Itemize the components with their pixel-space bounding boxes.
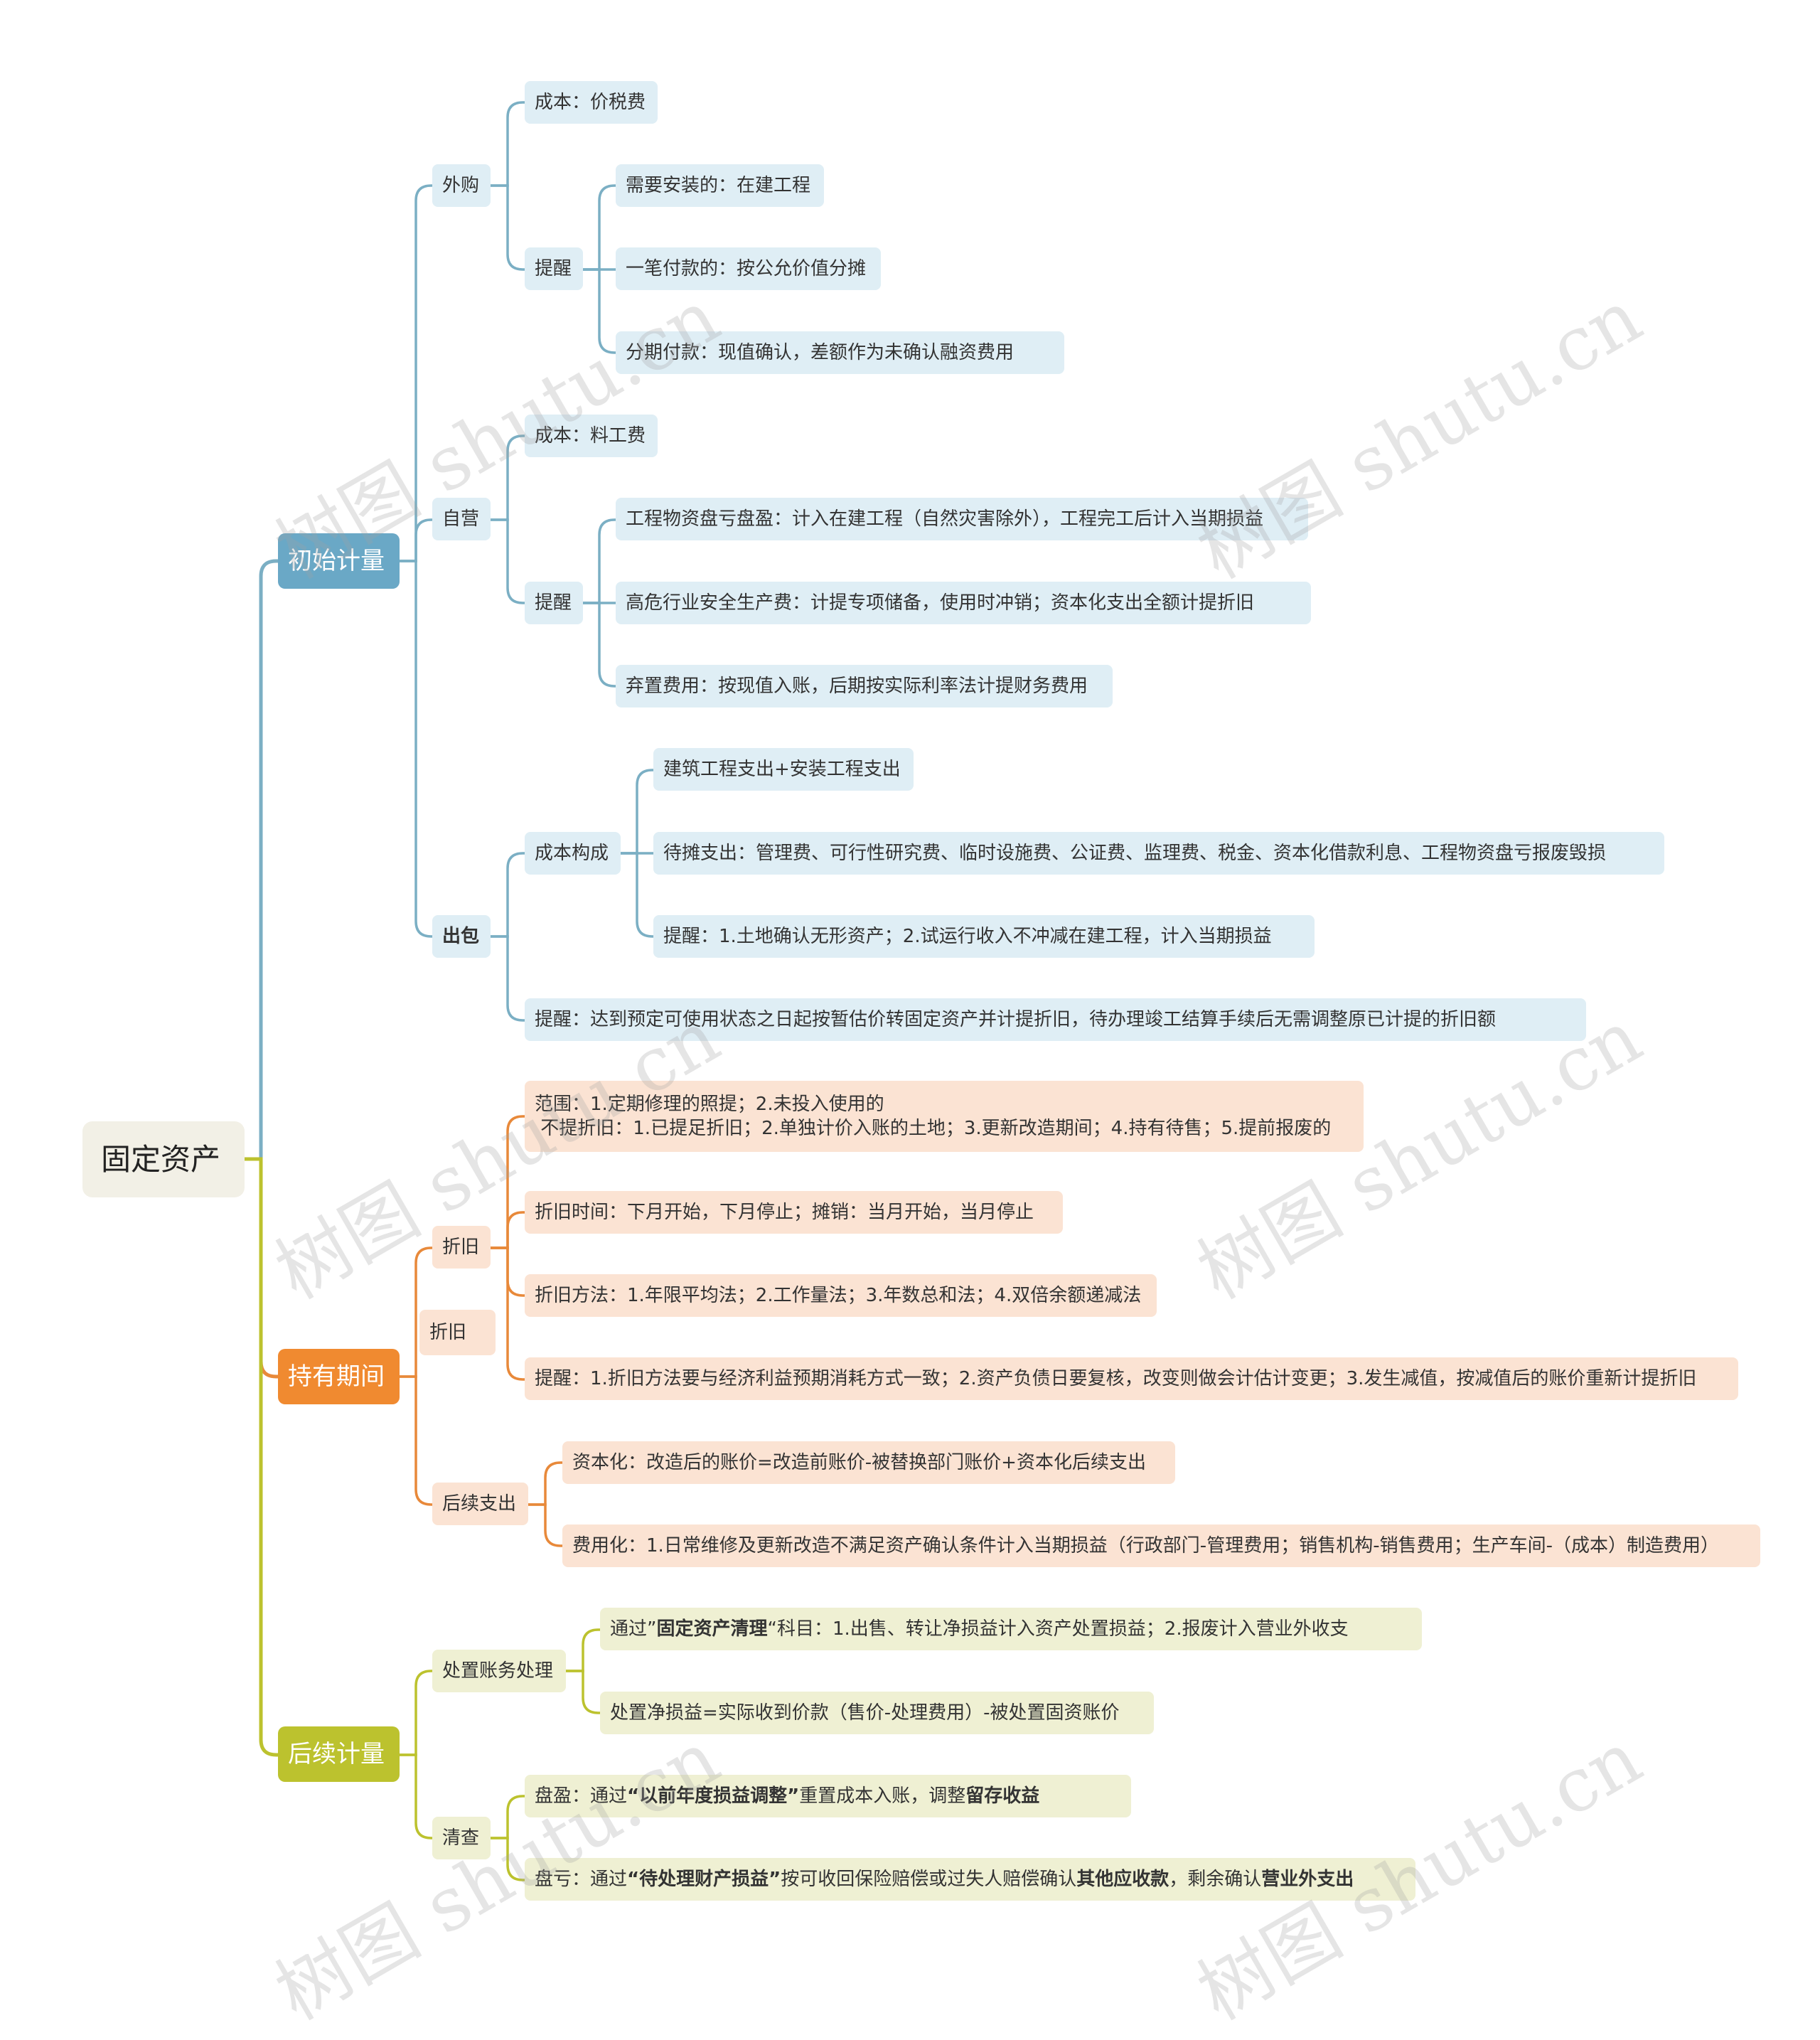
connector [621, 769, 653, 855]
text-segment: 通过” [610, 1618, 657, 1640]
node-d4[interactable]: 提醒：1.折旧方法要与经济利益预期消耗方式一致；2.资产负债日要复核，改变则做会… [525, 1357, 1738, 1400]
bold-text: 营业外支出 [1261, 1869, 1354, 1890]
node-outsource[interactable]: 外购 [432, 164, 491, 207]
connector [621, 852, 653, 938]
node-self-reminder[interactable]: 提醒 [525, 582, 583, 624]
text-segment: 盘盈：通过 [535, 1785, 628, 1807]
mindmap-canvas: 固定资产初始计量外购成本：价税费提醒需要安装的：在建工程一笔付款的：按公允价值分… [82, 81, 1760, 2036]
node-text: 盘亏：通过“待处理财产损益”按可收回保险赔偿或过失人赔偿确认其他应收款，剩余确认… [535, 1867, 1354, 1891]
connector [400, 518, 432, 562]
bold-text: 留存收益 [965, 1785, 1040, 1807]
text-segment: 盘亏：通过 [535, 1869, 628, 1890]
node-disposal[interactable]: 处置账务处理 [432, 1650, 566, 1692]
node-c3[interactable]: 提醒：1.土地确认无形资产；2.试运行收入不冲减在建工程，计入当期损益 [653, 915, 1315, 958]
connector [491, 1115, 525, 1249]
connector [491, 935, 525, 1022]
connector [583, 184, 616, 271]
node-contract-reminder[interactable]: 提醒：达到预定可使用状态之日起按暂估价转固定资产并计提折旧，待办理竣工结算手续后… [525, 998, 1586, 1041]
node-d2[interactable]: 折旧时间：下月开始，下月停止；摊销：当月开始，当月停止 [525, 1191, 1063, 1234]
connector [528, 1461, 562, 1506]
node-d1[interactable]: 范围：1.定期修理的照提；2.未投入使用的 不提折旧：1.已提足折旧；2.单独计… [525, 1081, 1364, 1152]
node-s2[interactable]: 高危行业安全生产费：计提专项储备，使用时冲销；资本化支出全额计提折旧 [616, 582, 1311, 624]
node-q2[interactable]: 盘亏：通过“待处理财产损益”按可收回保险赔偿或过失人赔偿确认其他应收款，剩余确认… [525, 1858, 1415, 1901]
connector [491, 1795, 525, 1839]
node-p2[interactable]: 处置净损益=实际收到价款（售价-处理费用）-被处置固资账价 [600, 1692, 1154, 1734]
node-e2[interactable]: 费用化：1.日常维修及更新改造不满足资产确认条件计入当期损益（行政部门-管理费用… [562, 1524, 1760, 1567]
connector [244, 559, 278, 1161]
connector-lines [244, 101, 653, 1881]
connector [400, 1753, 432, 1839]
connector [491, 434, 525, 521]
connector [491, 184, 525, 271]
node-depreciation-float[interactable]: 折旧 [419, 1310, 496, 1355]
connector [566, 1670, 600, 1714]
node-inventory[interactable]: 清查 [432, 1817, 491, 1859]
node-depreciation[interactable]: 折旧 [432, 1226, 491, 1269]
node-holding[interactable]: 持有期间 [278, 1349, 400, 1404]
node-text: 通过”固定资产清理“科目：1.出售、转让净损益计入资产处置损益；2.报废计入营业… [610, 1617, 1349, 1641]
connector [583, 518, 616, 604]
node-r1[interactable]: 需要安装的：在建工程 [616, 164, 824, 207]
connector [528, 1503, 562, 1547]
node-self-cost[interactable]: 成本：料工费 [525, 415, 658, 457]
node-outsource-reminder[interactable]: 提醒 [525, 247, 583, 290]
text-segment: ，剩余确认 [1169, 1869, 1262, 1890]
bold-text: 固定资产清理 [656, 1618, 768, 1640]
connector [583, 268, 616, 354]
connector [400, 1246, 432, 1378]
node-root[interactable]: 固定资产 [82, 1121, 245, 1197]
node-c2[interactable]: 待摊支出：管理费、可行性研究费、临时设施费、公证费、监理费、税金、资本化借款利息… [653, 832, 1664, 875]
connector [400, 560, 432, 938]
connector [566, 1628, 600, 1672]
node-p1[interactable]: 通过”固定资产清理“科目：1.出售、转让净损益计入资产处置损益；2.报废计入营业… [600, 1608, 1422, 1650]
node-outsource-cost[interactable]: 成本：价税费 [525, 81, 658, 124]
node-q1[interactable]: 盘盈：通过“以前年度损益调整”重置成本入账，调整留存收益 [525, 1775, 1131, 1817]
node-later[interactable]: 后续计量 [278, 1726, 400, 1782]
node-subsequent[interactable]: 后续支出 [432, 1483, 528, 1525]
text-segment: 按可收回保险赔偿或过失人赔偿确认 [781, 1869, 1077, 1890]
bold-text: 其他应收款 [1076, 1869, 1169, 1890]
node-r2[interactable]: 一笔付款的：按公允价值分摊 [616, 247, 881, 290]
connector [491, 518, 525, 604]
node-s3[interactable]: 弃置费用：按现值入账，后期按实际利率法计提财务费用 [616, 665, 1113, 707]
text-segment: 重置成本入账，调整 [799, 1785, 966, 1807]
node-s1[interactable]: 工程物资盘亏盘盈：计入在建工程（自然灾害除外），工程完工后计入当期损益 [616, 498, 1308, 540]
node-c1[interactable]: 建筑工程支出+安装工程支出 [653, 748, 914, 791]
connector [583, 602, 616, 688]
node-d3[interactable]: 折旧方法：1.年限平均法；2.工作量法；3.年数总和法；4.双倍余额递减法 [525, 1274, 1157, 1317]
node-contract[interactable]: 出包 [432, 915, 491, 958]
connector [491, 1246, 525, 1381]
text-segment: “科目：1.出售、转让净损益计入资产处置损益；2.报废计入营业外收支 [767, 1618, 1349, 1640]
connector [491, 101, 525, 187]
node-self-build[interactable]: 自营 [432, 498, 491, 540]
connector [491, 1211, 525, 1249]
node-e1[interactable]: 资本化：改造后的账价=改造前账价-被替换部门账价+资本化后续支出 [562, 1441, 1175, 1484]
node-initial[interactable]: 初始计量 [278, 533, 400, 589]
connector [400, 1670, 432, 1756]
node-text: 盘盈：通过“以前年度损益调整”重置成本入账，调整留存收益 [535, 1784, 1039, 1808]
connector [491, 852, 525, 938]
connector [400, 1375, 432, 1506]
connector [244, 1157, 278, 1757]
node-contract-cost[interactable]: 成本构成 [525, 832, 621, 875]
connector [400, 184, 432, 562]
node-r3[interactable]: 分期付款：现值确认，差额作为未确认融资费用 [616, 331, 1064, 374]
connector [491, 1837, 525, 1881]
bold-text: “以前年度损益调整” [627, 1785, 800, 1807]
bold-text: “待处理财产损益” [627, 1869, 781, 1890]
